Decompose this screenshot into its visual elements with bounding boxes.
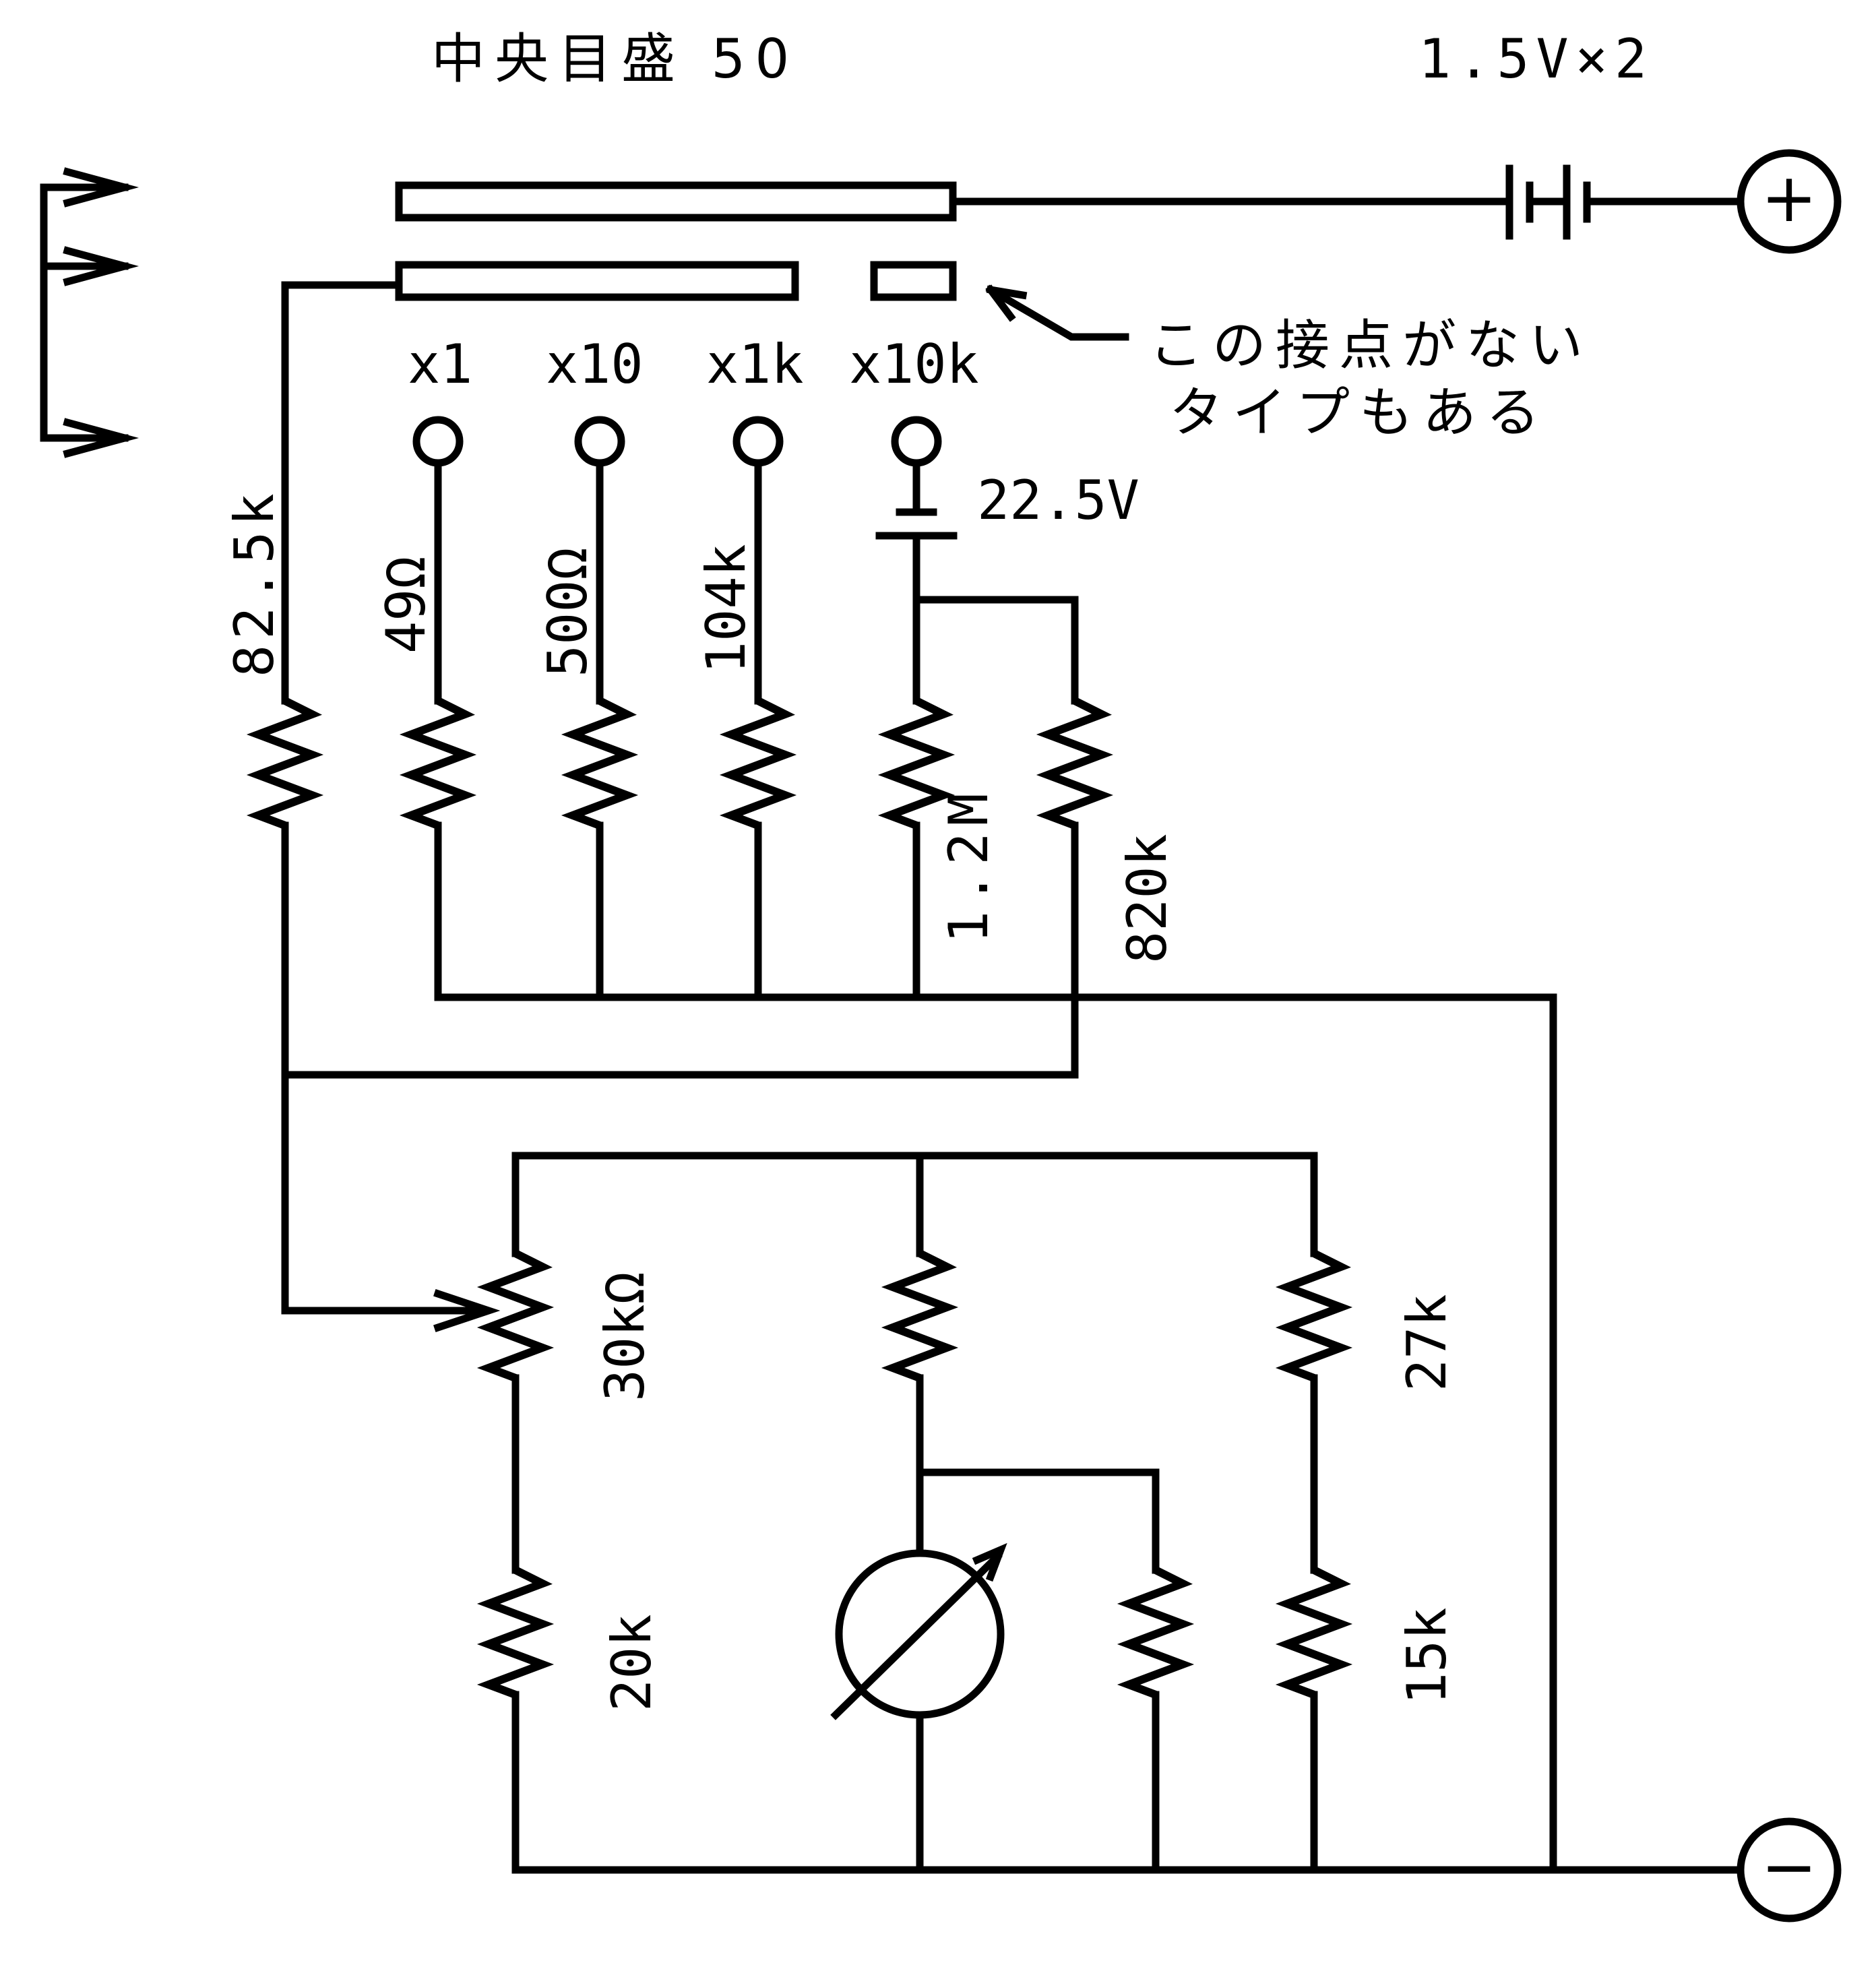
resistor-500-ohm-label: 500Ω bbox=[536, 547, 599, 677]
resistor-104k-label: 104k bbox=[695, 544, 757, 674]
resistor-820k-label: 820k bbox=[1116, 834, 1179, 964]
minus-terminal[interactable]: − bbox=[1737, 1817, 1842, 1922]
plus-terminal[interactable]: + bbox=[1737, 149, 1842, 254]
battery-voltage-label: 1.5V×2 bbox=[1418, 28, 1654, 90]
resistor-shunt bbox=[1117, 1566, 1195, 1699]
plus-terminal-symbol: + bbox=[1761, 158, 1817, 237]
jack-x10[interactable] bbox=[574, 416, 625, 467]
battery-22-5v-label: 22.5V bbox=[977, 469, 1139, 532]
battery-1-5v-icon bbox=[1505, 164, 1591, 240]
jack-x10k[interactable] bbox=[891, 416, 942, 467]
range-label-x10k: x10k bbox=[849, 333, 979, 396]
contact-bar-upper bbox=[395, 181, 957, 222]
range-label-x1: x1 bbox=[408, 333, 472, 396]
jack-x1k[interactable] bbox=[732, 416, 784, 467]
jack-x1[interactable] bbox=[412, 416, 464, 467]
resistor-500-ohm bbox=[561, 697, 639, 830]
switch-symbol-icon bbox=[40, 167, 139, 458]
resistor-49-ohm-label: 49Ω bbox=[375, 557, 437, 654]
note-line1: この接点がない bbox=[1149, 314, 1592, 377]
resistor-104k bbox=[719, 697, 797, 830]
resistor-center bbox=[881, 1249, 959, 1382]
contact-bar-lower bbox=[395, 261, 799, 301]
resistor-27k bbox=[1275, 1249, 1353, 1382]
potentiometer-30k-label: 30kΩ bbox=[594, 1272, 656, 1402]
minus-terminal-symbol: − bbox=[1761, 1827, 1817, 1906]
contact-x10k-pad bbox=[870, 261, 957, 301]
resistor-20k bbox=[476, 1566, 555, 1699]
range-label-x10: x10 bbox=[546, 333, 644, 396]
resistor-15k-label: 15k bbox=[1396, 1608, 1458, 1706]
resistor-82-5k-label: 82.5k bbox=[223, 488, 286, 677]
note-line2: タイプもある bbox=[1169, 381, 1549, 444]
resistor-20k-label: 20k bbox=[600, 1615, 663, 1712]
resistor-820k bbox=[1036, 697, 1114, 830]
resistor-49-ohm bbox=[399, 697, 477, 830]
range-label-x1k: x1k bbox=[706, 333, 804, 396]
resistor-1-2m-label: 1.2M bbox=[937, 786, 1000, 943]
resistor-82-5k bbox=[246, 697, 324, 830]
resistor-15k bbox=[1275, 1566, 1353, 1699]
meter-icon bbox=[830, 1542, 1007, 1720]
center-scale-label: 中央目盛 50 bbox=[431, 28, 799, 90]
resistor-1-2m bbox=[877, 697, 956, 830]
potentiometer-30k[interactable] bbox=[476, 1249, 555, 1382]
resistor-27k-label: 27k bbox=[1396, 1294, 1458, 1392]
